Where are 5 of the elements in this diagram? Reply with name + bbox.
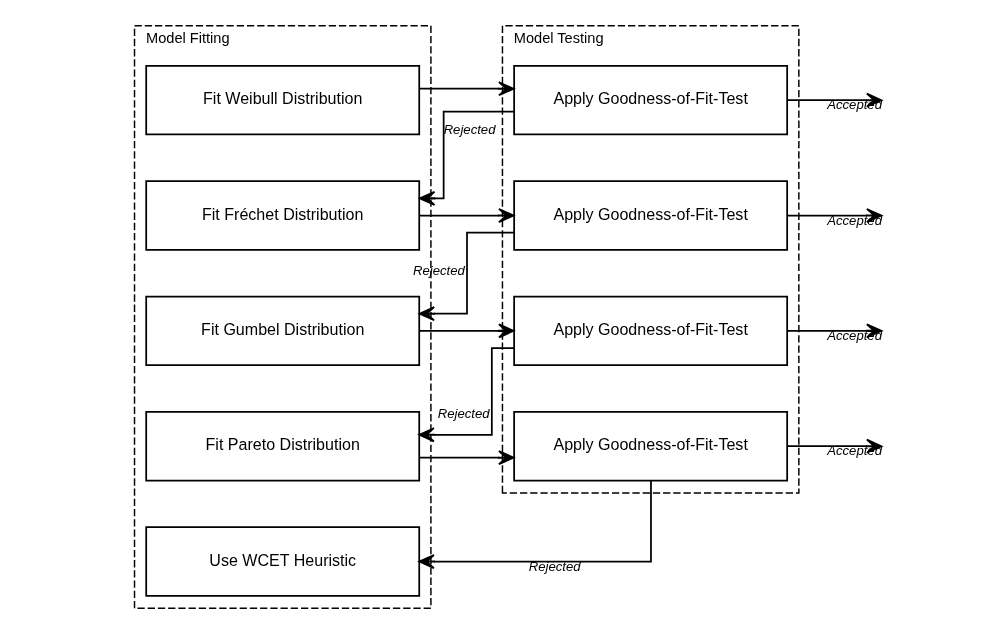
edge-label: Rejected [443,121,495,137]
edge-label: Rejected [437,406,490,422]
edge-label: Rejected [528,558,581,574]
edge-label: Rejected [412,263,465,279]
edge-label: Accepted [826,212,882,228]
